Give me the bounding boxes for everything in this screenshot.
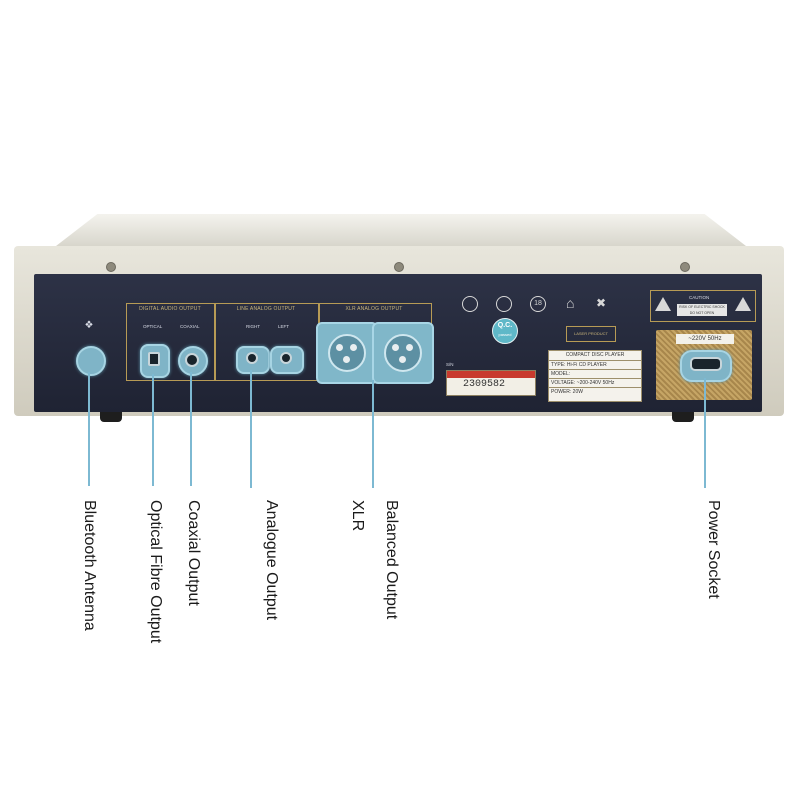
screw-left: [106, 262, 116, 272]
callout-line: [190, 372, 192, 486]
analogue-output-right-socket: [246, 352, 258, 364]
foot-right: [672, 412, 694, 422]
serial-prefix: S/N: [446, 362, 454, 367]
digital-audio-output-group: [126, 303, 216, 381]
risk-text: RISK OF ELECTRIC SHOCK DO NOT OPEN: [677, 304, 727, 316]
serial-card-header: [447, 371, 535, 378]
xlr-right-socket: [384, 334, 422, 372]
certification-icon: [496, 296, 512, 312]
callout-line: [704, 378, 706, 488]
device-top-lid: [56, 214, 746, 246]
laser-product-label: LASER PRODUCT: [566, 326, 616, 342]
xlr-pin: [406, 344, 413, 351]
xlr-left-socket: [328, 334, 366, 372]
power-rating-label: ~220V 50Hz: [676, 334, 734, 344]
label-xlr: XLR: [349, 500, 366, 532]
optical-caption: OPTICAL: [143, 324, 163, 329]
label-coaxial-output: Coaxial Output: [185, 500, 202, 606]
age-badge-icon: 18: [530, 296, 546, 312]
warning-triangle-icon: [735, 297, 751, 311]
xlr-pin: [399, 356, 406, 363]
caution-label: CAUTION RISK OF ELECTRIC SHOCK DO NOT OP…: [650, 290, 756, 322]
coaxial-caption: COAXIAL: [180, 324, 200, 329]
digital-audio-output-title: DIGITAL AUDIO OUTPUT: [139, 306, 201, 312]
label-bluetooth-antenna: Bluetooth Antenna: [81, 500, 98, 631]
spec-power: POWER: 20W: [549, 387, 641, 396]
callout-line: [372, 380, 374, 488]
label-optical-fibre-output: Optical Fibre Output: [147, 500, 164, 644]
xlr-pin: [350, 344, 357, 351]
callout-line: [250, 370, 252, 488]
screw-right: [680, 262, 690, 272]
xlr-pin: [343, 356, 350, 363]
line-analog-output-title: LINE ANALOG OUTPUT: [236, 306, 296, 312]
home-icon: ⌂: [566, 295, 575, 311]
spec-voltage: VOLTAGE: ~200-240V 50Hz: [549, 378, 641, 387]
caution-text: CAUTION: [689, 295, 710, 300]
certification-icon: [462, 296, 478, 312]
warning-triangle-icon: [655, 297, 671, 311]
qc-passed-badge: Q.C. passed: [492, 318, 518, 344]
callout-line: [88, 372, 90, 486]
optical-output-socket: [148, 352, 160, 366]
qc-badge-sub: passed: [498, 332, 512, 337]
label-power-socket: Power Socket: [705, 500, 722, 599]
xlr-pin: [336, 344, 343, 351]
spec-model: MODEL:: [549, 369, 641, 378]
coaxial-output-socket: [185, 353, 199, 367]
bluetooth-icon: ❖: [84, 320, 94, 331]
right-caption: RIGHT: [246, 324, 260, 329]
left-caption: LEFT: [278, 324, 290, 329]
serial-card: 2309582: [446, 370, 536, 396]
xlr-pin: [392, 344, 399, 351]
spec-title: COMPACT DISC PLAYER: [565, 352, 625, 358]
screw-center: [394, 262, 404, 272]
power-socket-port: [680, 350, 732, 382]
foot-left: [100, 412, 122, 422]
spec-card: COMPACT DISC PLAYER TYPE: Hi-Fi CD PLAYE…: [548, 350, 642, 402]
serial-number: 2309582: [463, 379, 506, 390]
xlr-output-left-port: [316, 322, 378, 384]
qc-badge-title: Q.C.: [497, 322, 513, 329]
label-balanced-output: Balanced Output: [383, 500, 400, 620]
xlr-analog-output-title: XLR ANALOG OUTPUT: [345, 306, 403, 312]
label-analogue-output: Analogue Output: [263, 500, 280, 621]
bluetooth-antenna-port: [76, 346, 106, 376]
spec-type: TYPE: Hi-Fi CD PLAYER: [549, 360, 641, 369]
recycle-bin-icon: ✖: [596, 296, 607, 310]
xlr-output-right-port: [372, 322, 434, 384]
power-socket-inlet: [690, 357, 722, 371]
callout-line: [152, 374, 154, 486]
analogue-output-left-socket: [280, 352, 292, 364]
